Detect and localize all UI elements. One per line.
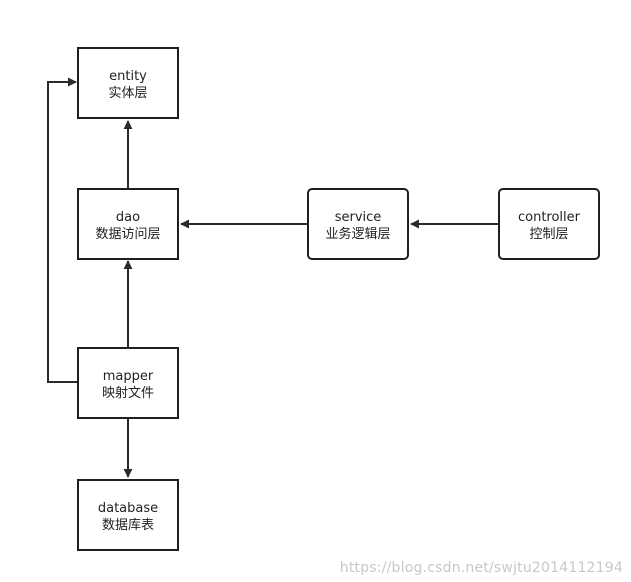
node-entity: entity 实体层 [77, 47, 179, 119]
node-controller: controller 控制层 [498, 188, 600, 260]
node-dao: dao 数据访问层 [77, 188, 179, 260]
node-mapper: mapper 映射文件 [77, 347, 179, 419]
node-dao-title: dao [116, 210, 140, 225]
node-service: service 业务逻辑层 [307, 188, 409, 260]
node-entity-title: entity [109, 69, 147, 84]
node-mapper-subtitle: 映射文件 [102, 385, 154, 401]
node-database-subtitle: 数据库表 [102, 517, 154, 533]
node-service-subtitle: 业务逻辑层 [325, 226, 390, 242]
watermark-text: https://blog.csdn.net/swjtu2014112194 [339, 560, 623, 576]
edge-mapper-to-entity [47, 77, 78, 383]
node-controller-subtitle: 控制层 [529, 227, 568, 242]
node-database-title: database [98, 501, 158, 516]
node-dao-subtitle: 数据访问层 [95, 227, 160, 242]
node-entity-subtitle: 实体层 [108, 86, 147, 101]
node-controller-title: controller [518, 210, 581, 225]
node-database: database 数据库表 [77, 479, 179, 551]
node-service-title: service [335, 210, 382, 225]
node-mapper-title: mapper [103, 369, 154, 384]
